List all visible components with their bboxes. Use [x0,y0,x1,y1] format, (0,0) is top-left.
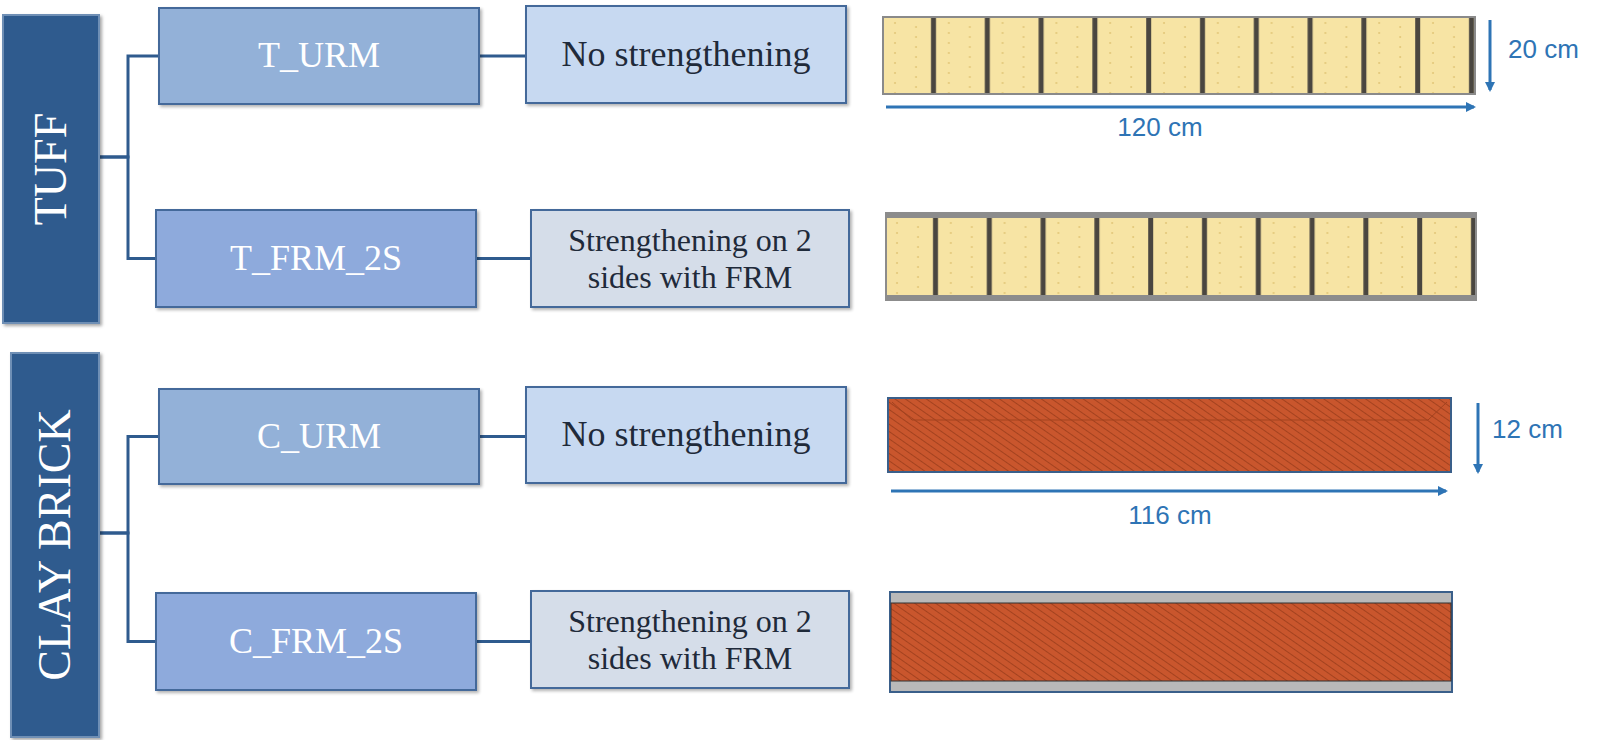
tree-connector [480,435,525,438]
tree-connector [100,437,158,534]
description-box: No strengthening [525,5,847,104]
tree-connector [477,640,530,643]
tree-connector [100,157,155,259]
specimen-box: C_FRM_2S [155,592,477,691]
tree-connector [477,257,530,260]
group-band: TUFF [2,14,100,324]
specimen-box: T_FRM_2S [155,209,477,308]
description-box: Strengthening on 2 sides with FRM [530,590,850,689]
clay-wall-strengthened [890,592,1452,692]
box-label: Strengthening on 2 sides with FRM [532,603,848,677]
group-title: TUFF [25,113,78,225]
group-title: CLAY BRICK [29,409,82,680]
box-label: No strengthening [554,414,819,455]
clay-wall [888,398,1451,472]
tree-connector [480,55,525,58]
tuff-wall [883,17,1475,94]
description-box: No strengthening [525,386,847,484]
dimension-label: 116 cm [1128,500,1211,531]
dimension-arrow [886,20,1490,491]
dimension-label: 20 cm [1508,34,1579,65]
group-band: CLAY BRICK [10,352,100,738]
box-label: Strengthening on 2 sides with FRM [532,222,848,296]
tree-connector [100,56,158,157]
tree-connector [100,533,155,642]
dimension-label: 12 cm [1492,414,1563,445]
box-label: T_URM [250,35,388,76]
dimension-label: 120 cm [1117,112,1202,143]
description-box: Strengthening on 2 sides with FRM [530,209,850,308]
box-label: No strengthening [554,34,819,75]
box-label: C_FRM_2S [221,621,411,662]
tuff-wall-strengthened [885,212,1477,301]
box-label: C_URM [249,416,389,457]
specimen-box: C_URM [158,388,480,485]
specimen-box: T_URM [158,7,480,105]
box-label: T_FRM_2S [222,238,410,279]
